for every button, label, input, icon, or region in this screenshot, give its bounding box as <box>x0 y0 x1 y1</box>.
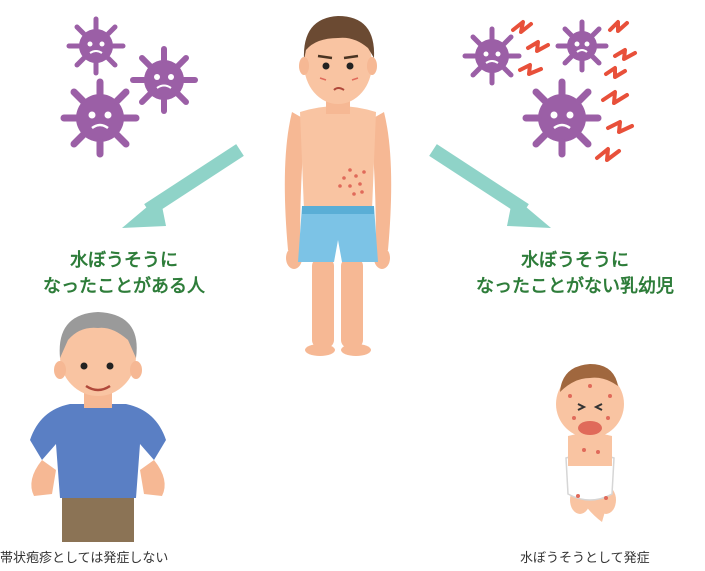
arrow-right <box>433 150 551 228</box>
virus-icon-left-right <box>133 49 195 111</box>
virus-icon-right-top <box>558 22 606 70</box>
virus-icon-right-bottom <box>526 82 598 154</box>
left-caption: 帯状疱疹としては発症しない <box>0 551 168 567</box>
right-heading-line2: なったことがない乳幼児 <box>455 274 695 300</box>
adult-man-figure <box>285 16 391 356</box>
right-heading-line1: 水ぼうそうに <box>455 248 695 274</box>
arrow-left <box>122 150 240 228</box>
left-heading-line1: 水ぼうそうに <box>24 248 224 274</box>
virus-icon-left-top <box>69 19 123 73</box>
elderly-man-figure <box>30 312 166 542</box>
virus-icon-right-left <box>465 29 519 83</box>
right-caption: 水ぼうそうとして発症 <box>520 551 650 567</box>
left-heading-line2: なったことがある人 <box>24 274 224 300</box>
left-group-heading: 水ぼうそうに なったことがある人 <box>24 248 224 300</box>
baby-figure <box>556 364 624 522</box>
virus-icon-left-bottom <box>64 82 136 154</box>
right-group-heading: 水ぼうそうに なったことがない乳幼児 <box>455 248 695 300</box>
